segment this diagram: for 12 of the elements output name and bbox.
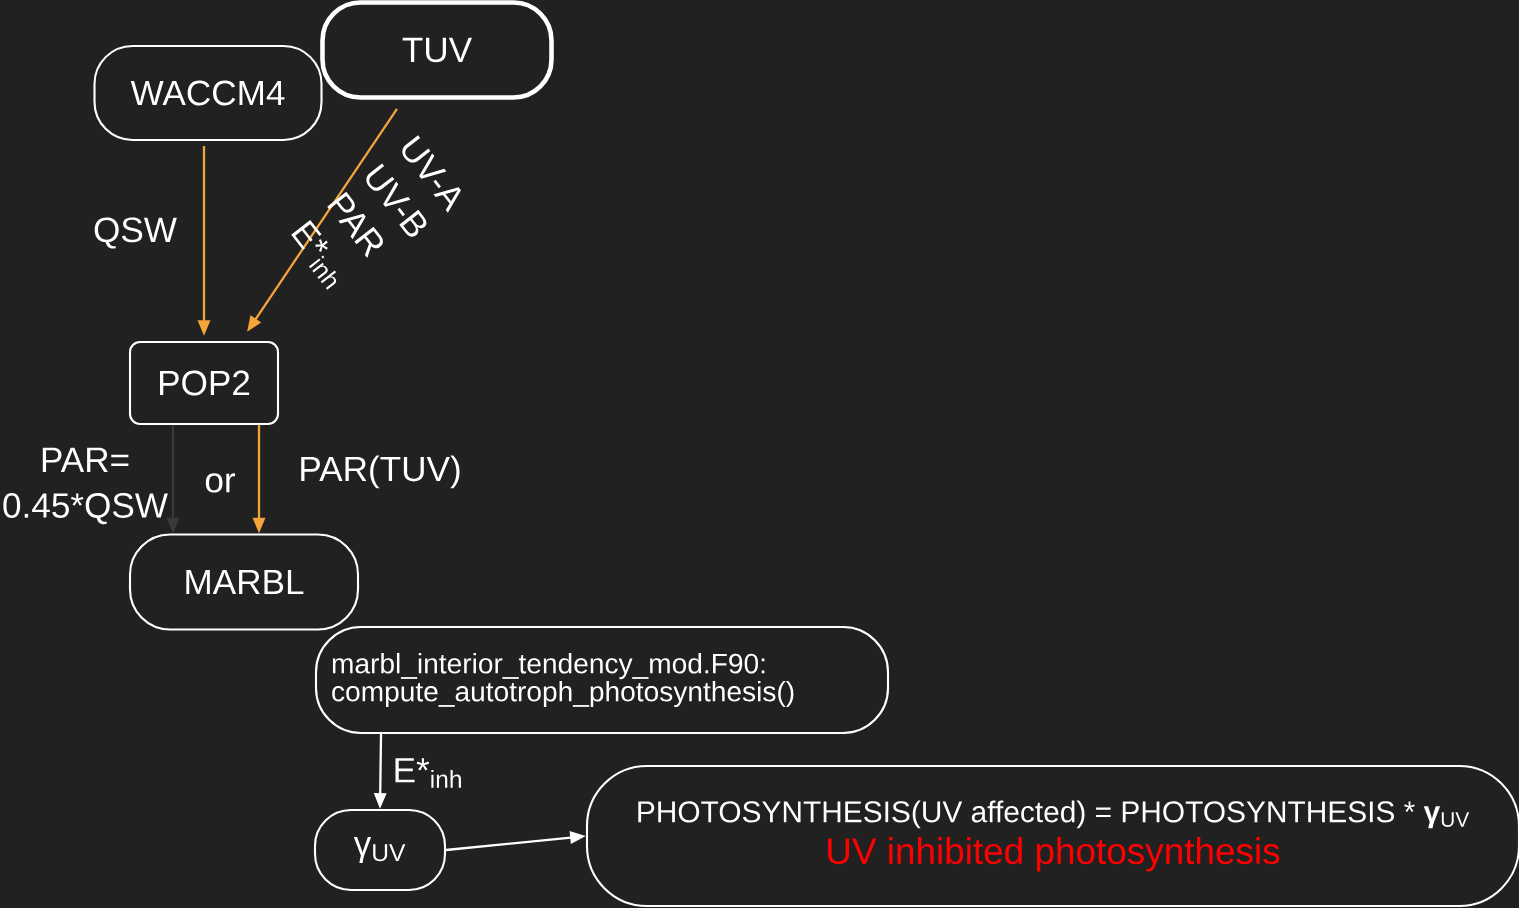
process-box: TUV [320, 0, 554, 100]
process-box: γ$_{UV}$ [313, 808, 447, 892]
note-text: or [205, 473, 236, 493]
process-box: MARBL [128, 533, 360, 631]
edge-label: QSW [94, 217, 177, 249]
edge-label: PAR(TUV) [301, 455, 460, 489]
formula-box: PHOTOSYNTHESIS(UV affected) = PHOTOSYNTHESIS *γ$_{UV}$ UV inhibited photosynthesis [585, 764, 1519, 908]
process-box: WACCM4 [93, 44, 323, 142]
edge-label: E*$_{inh}$ [395, 758, 461, 788]
process-box: marbl_interior_tendency_mod.F90: compute_autotroph_photosynthesis() [314, 625, 890, 735]
edge-label: PAR= 0.45*QSW [3, 447, 168, 525]
process-box: POP2 [128, 340, 280, 426]
